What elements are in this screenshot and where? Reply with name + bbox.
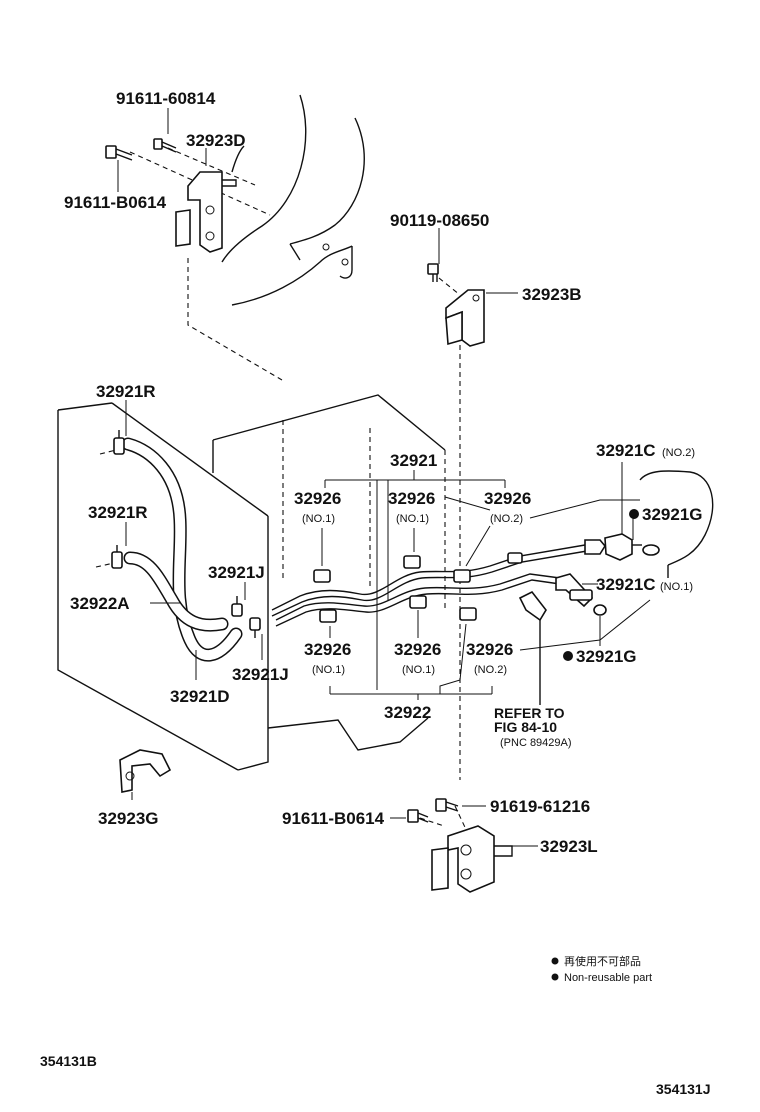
oil-temp-fitting [518,590,547,705]
label-grommet-32926-b: 32926 [388,489,435,508]
gasket-32921g-top [642,544,660,556]
label-union-32921c-no1: 32921C [596,575,656,594]
union-32921c-no1 [555,573,594,608]
label-hose-32922a: 32922A [70,594,130,613]
label-bolt-91611-60814: 91611-60814 [116,89,216,108]
clip-32921j-bottom [249,617,261,638]
label-union-32921c-no1-tag: (NO.1) [660,581,693,593]
label-bracket-32923g: 32923G [98,809,159,828]
grommet-32926-lower-left [319,609,337,623]
label-grommet-32926-d: 32926 [304,640,351,659]
label-grommet-32926-e: 32926 [394,640,441,659]
non-reusable-marker-top [629,509,639,519]
clip-32921j-top [231,596,243,617]
union-32921c-no2 [604,533,642,561]
bolt-91619-61216 [435,798,459,812]
label-bracket-32923b: 32923B [522,285,582,304]
label-hose-32921r-mid: 32921R [88,503,148,522]
grommet-32926-upper-right [453,569,471,583]
legend-text-jp: 再使用不可部品 [564,954,641,968]
legend-text-en: Non-reusable part [564,972,652,984]
bracket-32923g [119,749,172,793]
label-no1-b: (NO.1) [396,513,429,525]
label-gasket-32921g-top: 32921G [642,505,703,524]
bolt-91611-b0614-bottom [407,809,429,823]
clamp-32921r-top [113,430,125,455]
legend-marker-en [551,973,559,981]
transmission-housing-outline [221,94,365,306]
bolt-90119-08650 [427,263,439,282]
label-clip-32921j-bottom: 32921J [232,665,289,684]
label-no1-e: (NO.1) [402,664,435,676]
tube-32922 [275,573,561,627]
label-grommet-32926-a: 32926 [294,489,341,508]
label-no2-c: (NO.2) [490,513,523,525]
clamp-32921r-mid [111,545,123,569]
label-hose-32921r-top: 32921R [96,382,156,401]
label-refer-line1: REFER TO [494,705,565,721]
label-no1-a: (NO.1) [302,513,335,525]
label-union-32921c-no2: 32921C [596,441,656,460]
label-bracket-32923l: 32923L [540,837,598,856]
grommet-32926-upper-mid [403,555,421,569]
grommet-32926-upper-left [313,569,331,583]
radiator-tank-outline [639,470,714,578]
grommet-32926-lower-mid [409,595,427,609]
hose-32921d [121,437,243,662]
bolt-91611-b0614-top [105,145,133,161]
label-bolt-90119-08650: 90119-08650 [390,211,489,230]
bracket-32923l [431,825,513,893]
label-bracket-32923d: 32923D [186,131,246,150]
bracket-32923d [175,171,237,253]
gasket-32921g-bottom [593,604,607,616]
radiator-outline [57,394,446,771]
label-grommet-32926-f: 32926 [466,640,513,659]
grommet-32926-lower-right [459,607,477,621]
label-gasket-32921g-bottom: 32921G [576,647,637,666]
label-refer-line3: (PNC 89429A) [500,737,572,749]
label-bolt-91611-b0614-top: 91611-B0614 [64,193,167,212]
non-reusable-marker-bottom [563,651,573,661]
label-clip-32921j-top: 32921J [208,563,265,582]
label-no1-d: (NO.1) [312,664,345,676]
label-union-32921c-no2-tag: (NO.2) [662,447,695,459]
label-refer-line2: FIG 84-10 [494,719,557,735]
label-no2-f: (NO.2) [474,664,507,676]
bracket-32923b [445,289,485,347]
label-leaders [117,108,651,847]
label-assy-32921: 32921 [390,451,437,470]
bolt-91611-60814 [153,138,177,153]
figure-code-left: 354131B [40,1053,97,1069]
hose-32922a [123,551,229,632]
label-bolt-91611-b0614-bottom: 91611-B0614 [282,809,385,828]
legend-marker-jp [551,957,559,965]
figure-code-right: 354131J [656,1081,711,1097]
label-bolt-91619-61216: 91619-61216 [490,797,590,816]
label-grommet-32926-c: 32926 [484,489,531,508]
label-assy-32922: 32922 [384,703,431,722]
label-hose-32921d: 32921D [170,687,230,706]
